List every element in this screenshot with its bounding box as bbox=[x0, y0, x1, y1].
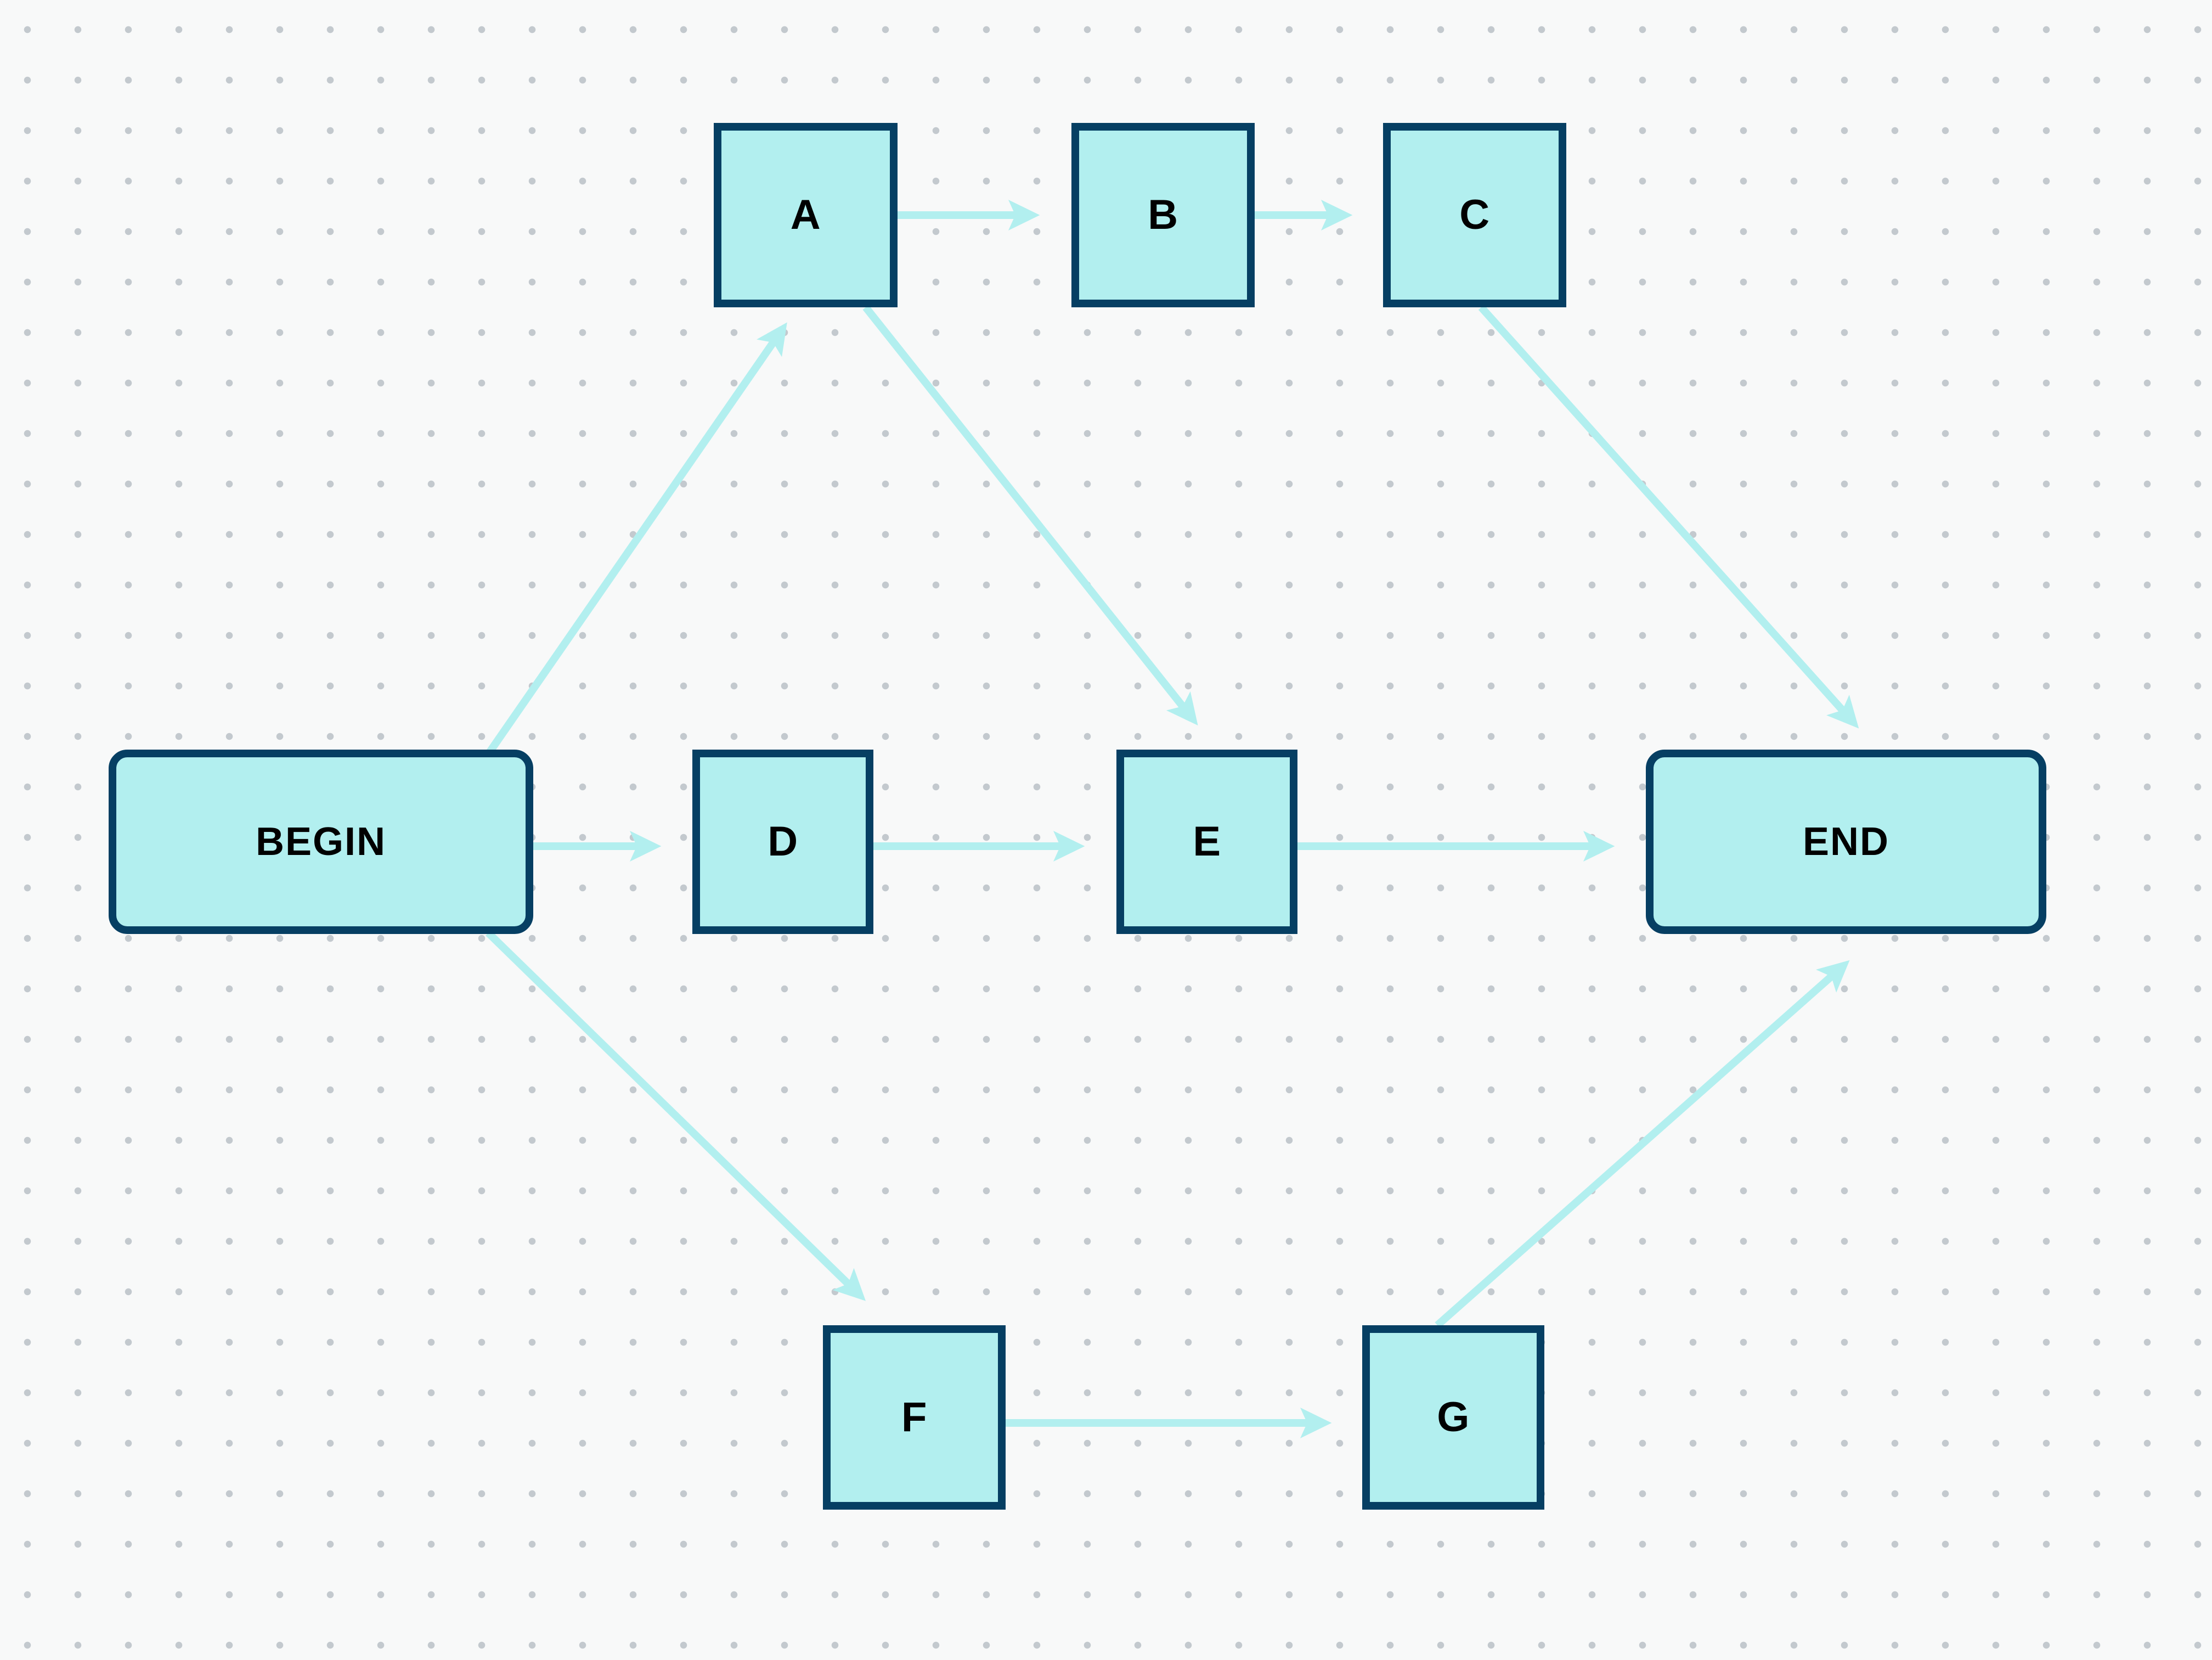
edge-a-to-e bbox=[862, 305, 1198, 726]
node-b-label: B bbox=[1148, 192, 1178, 238]
node-c[interactable]: C bbox=[1383, 123, 1566, 307]
node-begin[interactable]: BEGIN bbox=[109, 750, 533, 934]
node-d[interactable]: D bbox=[692, 750, 873, 934]
node-d-label: D bbox=[768, 818, 798, 865]
node-g-label: G bbox=[1437, 1394, 1470, 1440]
node-begin-label: BEGIN bbox=[255, 820, 387, 864]
edge-c-to-end bbox=[1478, 305, 1859, 729]
node-e[interactable]: E bbox=[1116, 750, 1297, 934]
edge-begin-to-a bbox=[485, 322, 787, 756]
node-g[interactable]: G bbox=[1362, 1325, 1544, 1510]
node-a-label: A bbox=[790, 192, 821, 238]
node-f[interactable]: F bbox=[823, 1325, 1006, 1510]
node-c-label: C bbox=[1459, 192, 1490, 238]
node-a[interactable]: A bbox=[714, 123, 898, 307]
edge-g-to-end bbox=[1435, 960, 1850, 1329]
node-b[interactable]: B bbox=[1071, 123, 1255, 307]
node-end-label: END bbox=[1802, 820, 1889, 864]
node-end[interactable]: END bbox=[1646, 750, 2046, 934]
node-f-label: F bbox=[901, 1394, 927, 1440]
node-e-label: E bbox=[1193, 818, 1221, 865]
edge-begin-to-f bbox=[486, 930, 866, 1301]
